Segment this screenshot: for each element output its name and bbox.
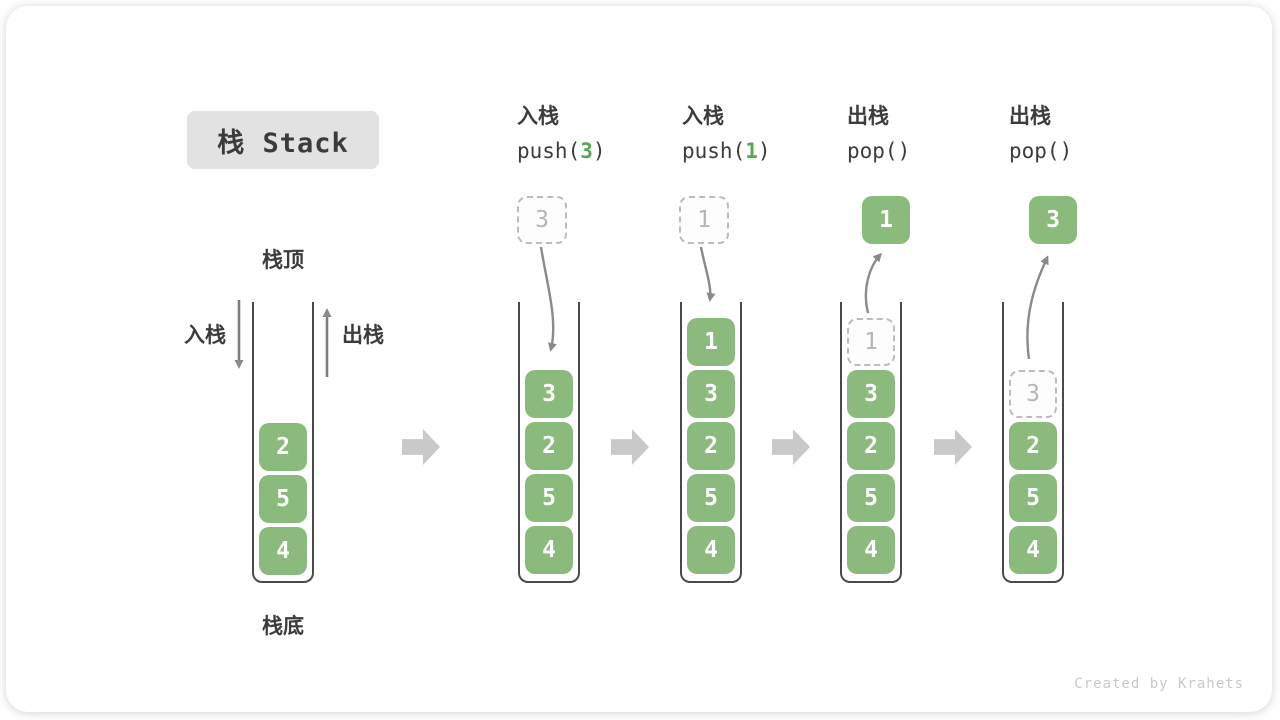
op-cjk-label: 入栈: [517, 105, 559, 128]
stack-cell: 1: [687, 318, 735, 366]
op-cjk-label: 出栈: [1009, 105, 1051, 128]
stack-cell-ghost: 3: [1009, 370, 1057, 418]
stack-cell: 4: [259, 527, 307, 575]
stack-cell: 5: [847, 474, 895, 522]
stack-cell-ghost: 1: [847, 318, 895, 366]
op-code-label: pop(): [1009, 138, 1159, 164]
title-text: 栈 Stack: [217, 127, 349, 159]
code-post: ): [592, 139, 606, 163]
op-label-push-3: 入栈 push(3): [517, 105, 667, 164]
code-post: ): [757, 139, 771, 163]
stack-cell: 5: [259, 475, 307, 523]
title-badge: 栈 Stack: [187, 111, 379, 169]
stack-cell: 3: [847, 370, 895, 418]
op-code-label: push(1): [682, 138, 832, 164]
stack-cell: 4: [847, 526, 895, 574]
stack-bottom-label: 栈底: [262, 615, 304, 638]
code-arg: 1: [745, 139, 758, 163]
code-post: ): [1059, 139, 1073, 163]
stack-top-label: 栈顶: [262, 249, 304, 272]
stack-cell: 4: [687, 526, 735, 574]
op-cjk-label: 出栈: [847, 105, 889, 128]
code-pre: pop(: [847, 139, 898, 163]
pop-direction-label: 出栈: [342, 324, 384, 347]
stack-cell: 3: [687, 370, 735, 418]
op-cjk-label: 入栈: [682, 105, 724, 128]
stack-cell: 5: [525, 474, 573, 522]
stack-cell: 4: [1009, 526, 1057, 574]
stack-cell: 4: [525, 526, 573, 574]
floating-cell-push-1: 1: [679, 196, 729, 244]
stack-cell: 2: [847, 422, 895, 470]
stack-cell: 5: [687, 474, 735, 522]
stack-cell: 5: [1009, 474, 1057, 522]
stack-cell: 2: [525, 422, 573, 470]
code-arg: 3: [580, 139, 593, 163]
stack-cell: 2: [259, 423, 307, 471]
push-direction-label: 入栈: [184, 324, 226, 347]
op-label-pop-3: 出栈 pop(): [1009, 105, 1159, 164]
op-label-pop-1: 出栈 pop(): [847, 105, 997, 164]
floating-cell-push-3: 3: [517, 196, 567, 244]
floating-cell-popped-1: 1: [862, 196, 910, 244]
op-label-push-1: 入栈 push(1): [682, 105, 832, 164]
op-code-label: push(3): [517, 138, 667, 164]
stack-cell: 2: [687, 422, 735, 470]
code-pre: push(: [517, 139, 581, 163]
watermark: Created by Krahets: [1074, 676, 1244, 692]
stack-cell: 3: [525, 370, 573, 418]
code-post: ): [897, 139, 911, 163]
stack-cell: 2: [1009, 422, 1057, 470]
code-pre: push(: [682, 139, 746, 163]
op-code-label: pop(): [847, 138, 997, 164]
code-pre: pop(: [1009, 139, 1060, 163]
floating-cell-popped-3: 3: [1029, 196, 1077, 244]
